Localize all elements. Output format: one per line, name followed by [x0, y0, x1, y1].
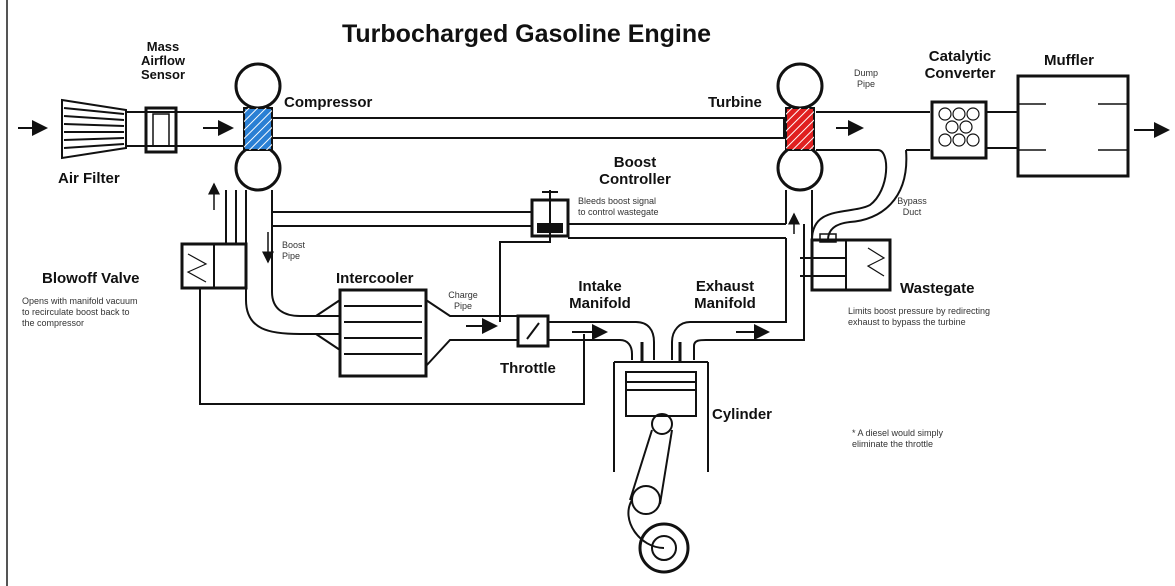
label-turbine: Turbine [708, 94, 762, 111]
label-diesel-note: * A diesel would simply eliminate the th… [852, 428, 944, 449]
intercooler-icon-outline [315, 299, 341, 351]
label-blowoff-valve: Blowoff Valve [42, 270, 140, 287]
label-compressor: Compressor [284, 94, 373, 111]
label-dump-pipe: Dump Pipe [853, 68, 878, 89]
label-wastegate: Wastegate [900, 280, 975, 297]
piston-icon [625, 371, 697, 417]
diagram-title: Turbocharged Gasoline Engine [342, 20, 712, 48]
label-bypass-duct: Bypass Duct [897, 196, 927, 217]
label-intake-manifold: Intake Manifold [569, 278, 631, 312]
maf-sensor-icon [144, 106, 178, 154]
crankshaft-icon [638, 522, 690, 574]
left-border-line [6, 0, 8, 586]
label-intercooler: Intercooler [336, 270, 414, 287]
cylinder-icon [613, 361, 709, 472]
compressor-upper-scroll [234, 62, 282, 110]
compressor-lower-scroll [234, 144, 282, 192]
label-charge-pipe: Charge Pipe [448, 290, 478, 311]
label-wastegate-desc: Limits boost pressure by redirecting exh… [848, 306, 991, 327]
exhaust-manifold [671, 238, 787, 360]
label-muffler: Muffler [1044, 52, 1094, 69]
intercooler-icon [338, 288, 428, 378]
blowoff-recirculation-line [199, 288, 585, 405]
turbine-upper-scroll [776, 62, 824, 110]
turbine-lower-scroll [776, 144, 824, 192]
label-blowoff-valve-desc: Opens with manifold vacuum to recirculat… [22, 296, 138, 328]
label-exhaust-manifold: Exhaust Manifold [694, 278, 756, 312]
label-throttle: Throttle [500, 360, 556, 377]
label-boost-controller-desc: Bleeds boost signal to control wastegate [578, 196, 659, 217]
label-cylinder: Cylinder [712, 406, 773, 423]
connecting-rod [629, 429, 673, 505]
bypass-duct [811, 149, 888, 241]
label-boost-controller: Boost Controller [599, 154, 671, 188]
label-mass-airflow-sensor: Mass Airflow Sensor [140, 39, 186, 82]
label-boost-pipe: Boost Pipe [282, 240, 306, 261]
throttle-icon [516, 314, 550, 348]
muffler-icon [1016, 74, 1130, 178]
boost-pipe [245, 190, 340, 335]
turbo-shaft [271, 117, 785, 139]
crank-pin [631, 485, 661, 515]
air-filter-icon [61, 98, 127, 160]
label-air-filter: Air Filter [58, 170, 120, 187]
wastegate-icon [810, 238, 892, 292]
catalytic-converter-icon [930, 100, 988, 160]
label-catalytic-converter: Catalytic Converter [924, 48, 996, 82]
